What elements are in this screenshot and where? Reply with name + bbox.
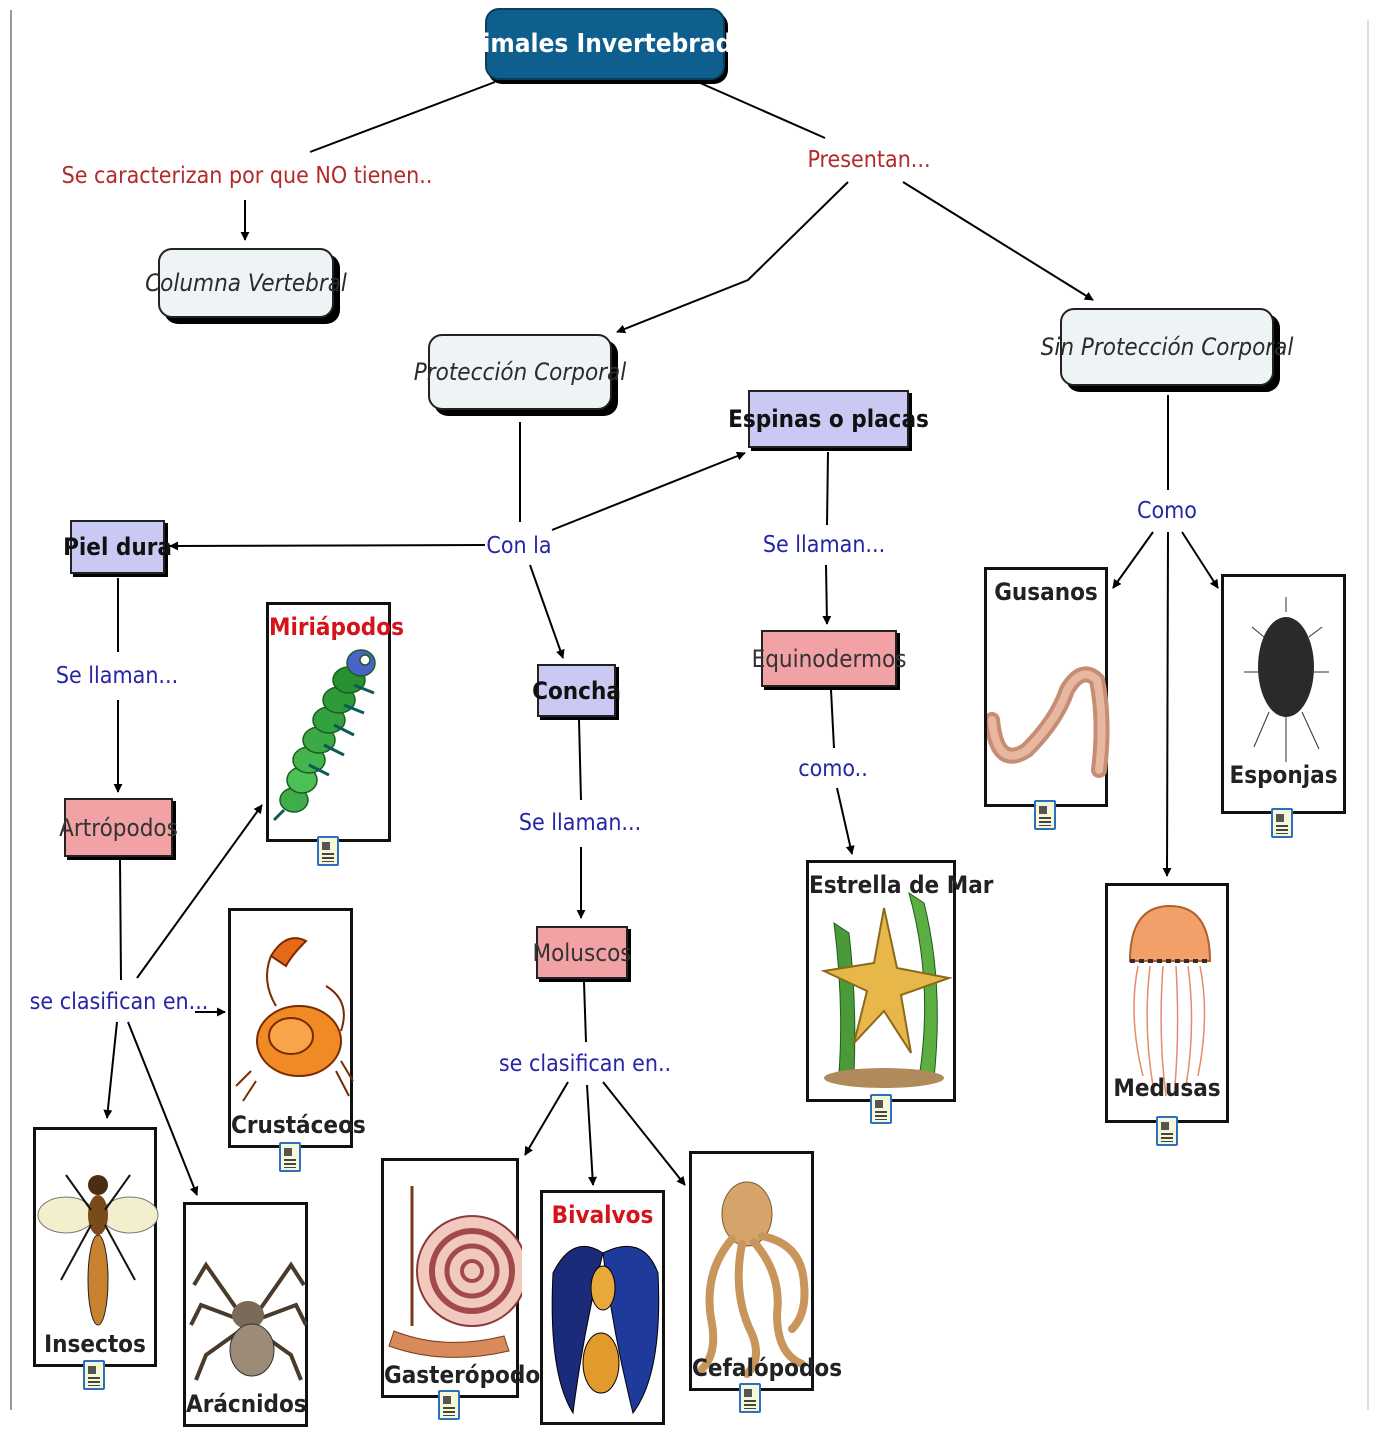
card-label-gasteropodos: Gasterópodos: [384, 1361, 554, 1389]
node-sin-proteccion-corporal[interactable]: Sin Protección Corporal: [1041, 308, 1293, 386]
document-icon[interactable]: [739, 1383, 761, 1413]
node-espinas-placas[interactable]: Espinas o placas: [728, 390, 929, 448]
card-miriapodos[interactable]: Miriápodos: [266, 602, 404, 842]
card-label-medusas: Medusas: [1113, 1074, 1221, 1102]
card-label-cefalopodos: Cefalópodos: [692, 1354, 843, 1382]
card-label-crustaceos: Crustáceos: [231, 1111, 366, 1139]
centipede-icon: [272, 649, 376, 822]
link-con-la: Con la: [486, 533, 552, 559]
card-medusas[interactable]: Medusas: [1105, 883, 1229, 1123]
link-caracterizan: Se caracterizan por que NO tienen..: [61, 163, 433, 189]
document-icon[interactable]: [438, 1390, 460, 1420]
card-label-esponjas: Esponjas: [1229, 761, 1338, 789]
card-esponjas[interactable]: Esponjas: [1221, 574, 1346, 814]
card-insectos[interactable]: Insectos: [33, 1127, 159, 1367]
document-icon[interactable]: [83, 1360, 105, 1390]
link-clasifican-artropodos: se clasifican en...: [29, 989, 209, 1015]
document-icon[interactable]: [1034, 800, 1056, 830]
document-icon[interactable]: [1271, 808, 1293, 838]
card-aracnidos[interactable]: Arácnidos: [183, 1202, 308, 1427]
card-label-aracnidos: Arácnidos: [186, 1390, 307, 1418]
node-equinodermos[interactable]: Equinodermos: [752, 630, 906, 687]
worm-icon: [987, 666, 1110, 778]
link-se-llaman-espinas: Se llaman...: [762, 532, 886, 558]
document-icon[interactable]: [1156, 1116, 1178, 1146]
link-como-equino: como..: [798, 756, 868, 782]
card-bivalvos[interactable]: Bivalvos: [540, 1190, 665, 1425]
title-node[interactable]: Animales Invertebrados: [448, 8, 762, 80]
document-icon[interactable]: [870, 1094, 892, 1124]
link-se-llaman-piel: Se llaman...: [55, 663, 179, 689]
card-label-bivalvos: Bivalvos: [551, 1201, 654, 1229]
link-como: Como: [1137, 498, 1197, 524]
crab-icon: [235, 937, 354, 1102]
node-moluscos[interactable]: Moluscos: [532, 926, 632, 979]
card-label-estrella: Estrella de Mar: [809, 871, 994, 899]
node-artropodos[interactable]: Artrópodos: [59, 798, 178, 857]
document-icon[interactable]: [317, 836, 339, 866]
card-gusanos[interactable]: Gusanos: [984, 567, 1110, 807]
card-crustaceos[interactable]: Crustáceos: [228, 908, 366, 1148]
starfish-icon: [820, 891, 953, 1088]
node-proteccion-corporal[interactable]: Protección Corporal: [414, 334, 626, 410]
card-label-miriapodos: Miriápodos: [269, 613, 404, 641]
document-icon[interactable]: [279, 1142, 301, 1172]
card-cefalopodos[interactable]: Cefalópodos: [689, 1151, 843, 1391]
link-se-llaman-concha: Se llaman...: [518, 810, 642, 836]
sponge-icon: [1244, 597, 1329, 762]
spider-icon: [189, 1261, 308, 1381]
node-piel-dura[interactable]: Piel dura: [63, 520, 172, 574]
card-label-insectos: Insectos: [44, 1330, 146, 1358]
card-estrella-de-mar[interactable]: Estrella de Mar: [806, 860, 994, 1102]
link-presentan: Presentan...: [807, 147, 931, 173]
card-label-gusanos: Gusanos: [994, 578, 1098, 606]
mussel-icon: [551, 1245, 660, 1415]
snail-icon: [388, 1186, 522, 1358]
card-gasteropodos[interactable]: Gasterópodos: [381, 1158, 554, 1398]
fly-icon: [37, 1174, 159, 1326]
node-columna-vertebral[interactable]: Columna Vertebral: [145, 248, 347, 318]
jellyfish-icon: [1128, 904, 1212, 1097]
link-clasifican-moluscos: se clasifican en..: [498, 1051, 672, 1077]
octopus-icon: [698, 1181, 809, 1378]
node-concha[interactable]: Concha: [532, 664, 621, 717]
